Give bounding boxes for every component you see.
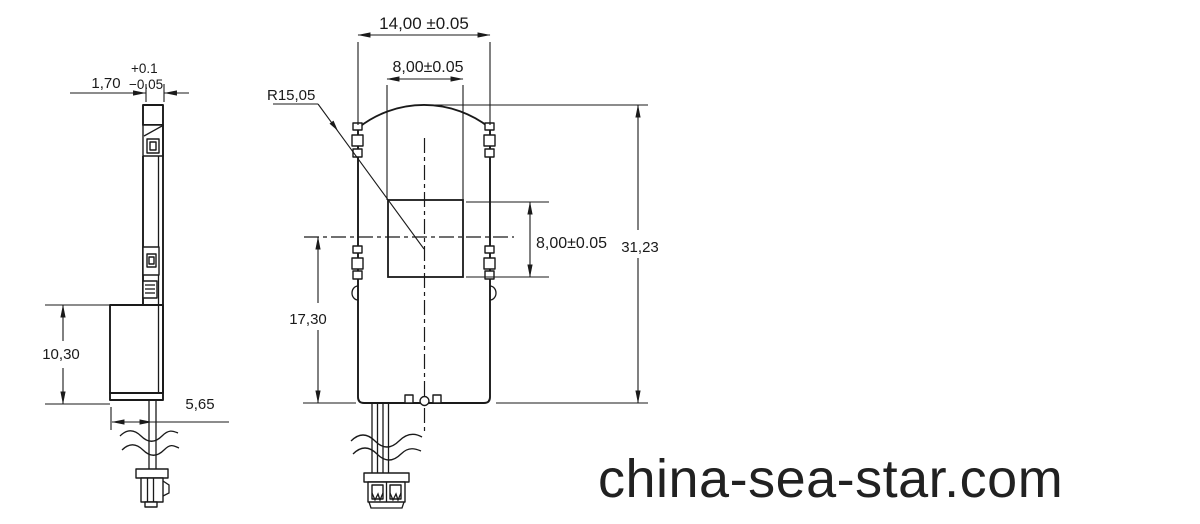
dim-overall-width-label: 14,00 ±0.05 — [379, 14, 469, 33]
dim-thickness-label: 1,70 — [91, 75, 120, 92]
bottom-mount-feature — [404, 394, 442, 407]
dim-thickness: 1,70 +0.1 −0.05 — [70, 61, 189, 102]
dim-window-height-label: 8,00±0.05 — [536, 235, 607, 252]
front-body-outline — [357, 104, 491, 404]
front-break-squiggles — [350, 433, 423, 461]
front-connector — [363, 472, 410, 509]
clip-tabs-mid-right — [483, 245, 497, 301]
side-break-squiggles — [119, 430, 180, 456]
dim-thickness-tol-plus: +0.1 — [131, 61, 158, 76]
dim-thickness-tol-minus: −0.05 — [129, 77, 163, 92]
dim-overall-width: 14,00 ±0.05 — [357, 14, 491, 125]
sensing-window-square — [387, 199, 464, 278]
clip-tabs-top-right — [483, 122, 496, 158]
dim-overall-height: 31,23 — [428, 104, 659, 404]
dim-radius-label: R15,05 — [267, 87, 315, 104]
dim-depth: 5,65 — [110, 396, 229, 430]
side-top-clip — [142, 124, 164, 157]
side-connector — [135, 468, 170, 508]
dim-window-width: 8,00±0.05 — [386, 59, 464, 200]
side-lower-body — [109, 304, 164, 394]
dim-window-width-label: 8,00±0.05 — [392, 59, 463, 76]
dim-window-height: 8,00±0.05 — [466, 201, 607, 278]
side-bottom-strip — [109, 392, 164, 401]
side-wires — [148, 400, 157, 469]
dim-lower-height-label: 10,30 — [42, 346, 80, 363]
radius-leader-arrow — [329, 120, 338, 131]
side-top-cap — [142, 104, 164, 126]
dim-body-height-label: 17,30 — [289, 311, 327, 328]
side-lower-ridge — [142, 280, 158, 299]
dim-body-height: 17,30 — [289, 236, 356, 404]
dim-overall-height-label: 31,23 — [621, 239, 659, 256]
dim-radius: R15,05 — [267, 87, 425, 250]
dim-lower-height: 10,30 — [42, 304, 143, 405]
side-view — [109, 104, 180, 508]
front-wires — [371, 403, 390, 473]
side-mid-clip — [142, 246, 160, 276]
front-view — [304, 104, 514, 509]
clip-tabs-mid-left — [351, 245, 364, 301]
dim-depth-label: 5,65 — [185, 396, 214, 413]
watermark-text: china-sea-star.com — [598, 449, 1063, 509]
